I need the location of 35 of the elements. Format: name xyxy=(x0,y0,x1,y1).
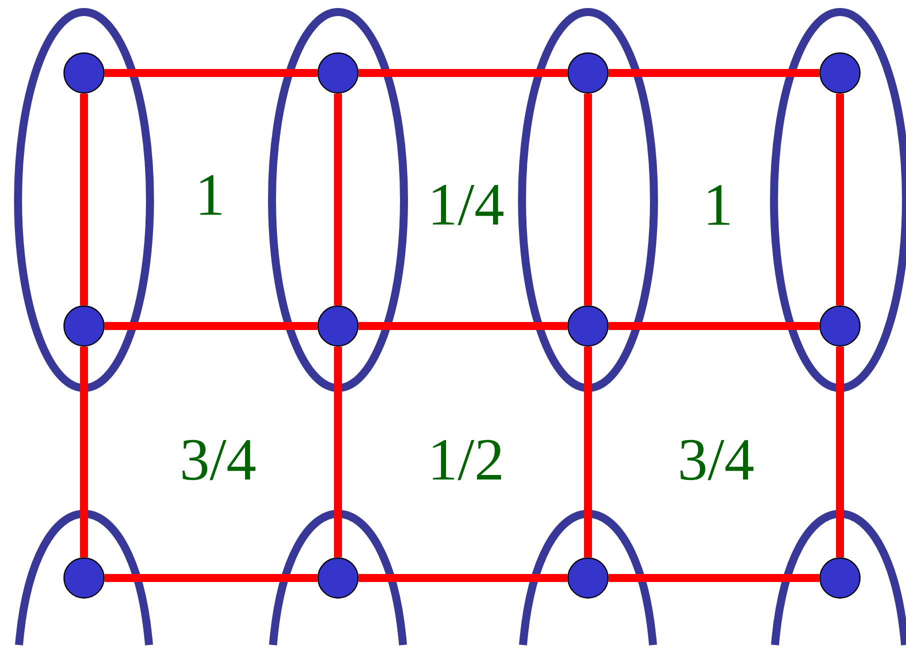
dot xyxy=(317,557,359,599)
grid-line xyxy=(836,94,844,306)
cell-number: 1/2 xyxy=(432,440,502,480)
dot xyxy=(317,52,359,94)
cell-number: 1 xyxy=(708,185,730,225)
dot xyxy=(63,557,105,599)
dot xyxy=(63,305,105,347)
cell-number: 3/4 xyxy=(182,440,256,480)
grid-line xyxy=(104,69,318,77)
dot xyxy=(819,305,861,347)
grid-line xyxy=(608,574,820,582)
grid-line xyxy=(608,322,820,330)
grid-line xyxy=(358,322,568,330)
grid-line xyxy=(80,94,88,306)
cell-number: 1 xyxy=(200,175,222,215)
grid-line xyxy=(836,346,844,558)
cell-number: 3/4 xyxy=(680,440,754,480)
grid-line xyxy=(584,94,592,306)
grid-line xyxy=(104,322,318,330)
grid-line xyxy=(358,574,568,582)
grid-line xyxy=(358,69,568,77)
cell-number: 1/4 xyxy=(432,184,504,226)
grid-line xyxy=(80,346,88,558)
dot xyxy=(567,52,609,94)
grid-line xyxy=(334,346,342,558)
dot xyxy=(819,557,861,599)
grid-line xyxy=(104,574,318,582)
dot xyxy=(567,305,609,347)
dot xyxy=(567,557,609,599)
dot xyxy=(819,52,861,94)
grid-line xyxy=(584,346,592,558)
dot xyxy=(317,305,359,347)
grid-line xyxy=(608,69,820,77)
dot xyxy=(63,52,105,94)
grid-line xyxy=(334,94,342,306)
